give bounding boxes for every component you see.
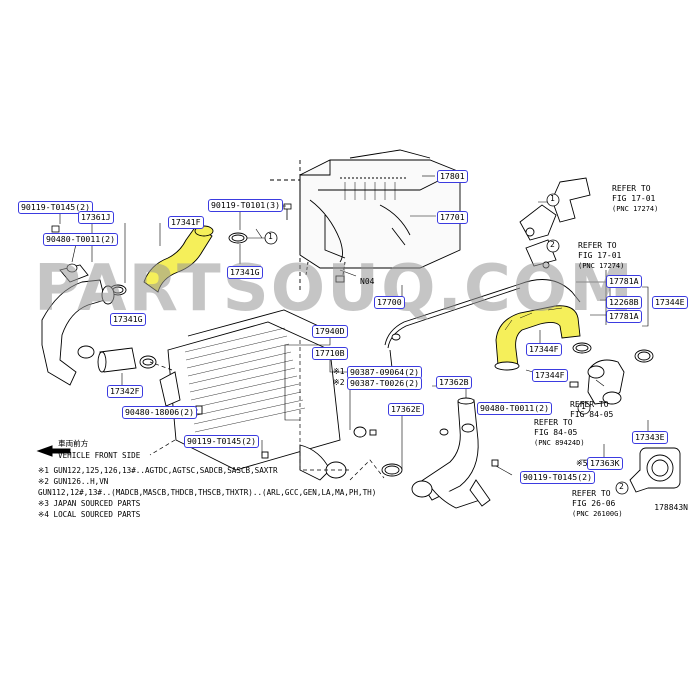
part-label-17344f[interactable]: 17344F <box>526 343 562 356</box>
part-label-17361j[interactable]: 17361J <box>78 211 114 224</box>
part-label-17701[interactable]: 17701 <box>437 211 468 224</box>
part-label-17344e[interactable]: 17344E <box>652 296 688 309</box>
right-clamps <box>572 342 654 363</box>
ref-line: FIG 26-06 <box>572 499 616 508</box>
part-label-17362e[interactable]: 17362E <box>388 403 424 416</box>
part-label-12268b[interactable]: 12268B <box>606 296 642 309</box>
reference-note[interactable]: REFER TO FIG 26-06 (PNC 26100G) <box>572 489 623 519</box>
ref-line: REFER TO <box>578 241 617 250</box>
vehicle-front-en: VEHICLE FRONT SIDE <box>58 451 141 460</box>
part-label-90387-t0026[interactable]: 90387-T0026(2) <box>347 377 423 390</box>
part-label-90119-t0101[interactable]: 90119-T0101(3) <box>208 199 284 212</box>
circle-marker-digit: 2 <box>550 240 555 249</box>
part-label-n04: N04 <box>360 277 375 286</box>
diagram-id: 178843N <box>654 503 688 512</box>
part-label-17801[interactable]: 17801 <box>437 170 468 183</box>
ref-line: FIG 17-01 <box>612 194 656 203</box>
ref-line: FIG 84-05 <box>534 428 578 437</box>
hose-17341f-highlight <box>143 225 214 293</box>
part-label-17342f[interactable]: 17342F <box>107 385 143 398</box>
throttle-inlet-elbow <box>569 359 625 405</box>
ref-pnc: (PNC 89424D) <box>534 439 585 447</box>
ref-pnc: (PNC 26100G) <box>572 510 623 518</box>
pcv-hose <box>384 279 581 369</box>
part-label-17344f[interactable]: 17344F <box>532 369 568 382</box>
throttle-body <box>629 447 681 493</box>
part-label-90480-t0011[interactable]: 90480-T0011(2) <box>477 402 553 415</box>
part-label-90119-t0145[interactable]: 90119-T0145(2) <box>184 435 260 448</box>
circle-markers <box>264 193 629 495</box>
circle-marker-digit: 1 <box>581 402 586 411</box>
circle-marker-digit: 2 <box>619 482 624 491</box>
lower-intake-pipe <box>381 397 499 509</box>
part-label-17341g[interactable]: 17341G <box>227 266 263 279</box>
part-label-17940d[interactable]: 17940D <box>312 325 348 338</box>
note-marker-1: ※1 <box>333 367 345 376</box>
part-label-90119-t0145[interactable]: 90119-T0145(2) <box>520 471 596 484</box>
footnote: ※4 LOCAL SOURCED PARTS <box>38 510 141 519</box>
part-label-17781a[interactable]: 17781A <box>606 275 642 288</box>
water-outlet-parts <box>519 177 591 269</box>
ref-pnc: (PNC 17274) <box>612 205 659 213</box>
part-label-17781a[interactable]: 17781A <box>606 310 642 323</box>
footnote: GUN112,12#,13#..(MADCB,MASCB,THDCB,THSCB… <box>38 488 377 497</box>
part-label-17700[interactable]: 17700 <box>374 296 405 309</box>
footnote: ※2 GUN126..H,VN <box>38 477 109 486</box>
circle-marker-digit: 1 <box>550 194 555 203</box>
footnote: ※3 JAPAN SOURCED PARTS <box>38 499 141 508</box>
reference-note[interactable]: REFER TO FIG 17-01 (PNC 17274) <box>612 184 658 214</box>
air-cleaner-assembly <box>270 149 461 290</box>
ref-line: FIG 17-01 <box>578 251 622 260</box>
ref-line: REFER TO <box>570 400 609 409</box>
note-marker-2: ※2 <box>333 378 345 387</box>
part-label-90480-18006[interactable]: 90480-18006(2) <box>122 406 198 419</box>
ref-line: REFER TO <box>534 418 573 427</box>
part-label-90480-t0011[interactable]: 90480-T0011(2) <box>43 233 119 246</box>
reference-note[interactable]: REFER TO FIG 17-01 (PNC 17274) <box>578 241 624 271</box>
part-label-17362b[interactable]: 17362B <box>436 376 472 389</box>
part-label-17343e[interactable]: 17343E <box>632 431 668 444</box>
bolt-90119-t0101 <box>283 203 292 220</box>
part-label-90119-t0145[interactable]: 90119-T0145(2) <box>18 201 94 214</box>
part-label-17363k[interactable]: 17363K <box>587 457 623 470</box>
note-marker-5: ※5 <box>576 459 588 468</box>
footnote: ※1 GUN122,125,126,13#..AGTDC,AGTSC,SADCB… <box>38 466 278 475</box>
reference-note[interactable]: REFER TO FIG 84-05 (PNC 89424D) <box>534 418 585 448</box>
circle-marker-digit: 1 <box>268 232 273 241</box>
vehicle-front-arrow <box>36 445 71 457</box>
ref-pnc: (PNC 17274) <box>578 262 625 270</box>
connector-lines <box>149 340 385 481</box>
ref-line: REFER TO <box>572 489 611 498</box>
part-label-17341f[interactable]: 17341F <box>168 216 204 229</box>
part-label-17710b[interactable]: 17710B <box>312 347 348 360</box>
intercooler <box>159 309 377 481</box>
reference-note[interactable]: REFER TO FIG 84-05 <box>570 400 613 420</box>
part-label-17341g[interactable]: 17341G <box>110 313 146 326</box>
ref-line: REFER TO <box>612 184 651 193</box>
ref-line: FIG 84-05 <box>570 410 614 419</box>
vehicle-front-jp: 車両前方 <box>58 439 89 448</box>
left-intake-pipe <box>41 264 157 386</box>
hose-17344f-highlight <box>494 305 581 371</box>
left-bolts <box>51 225 78 273</box>
